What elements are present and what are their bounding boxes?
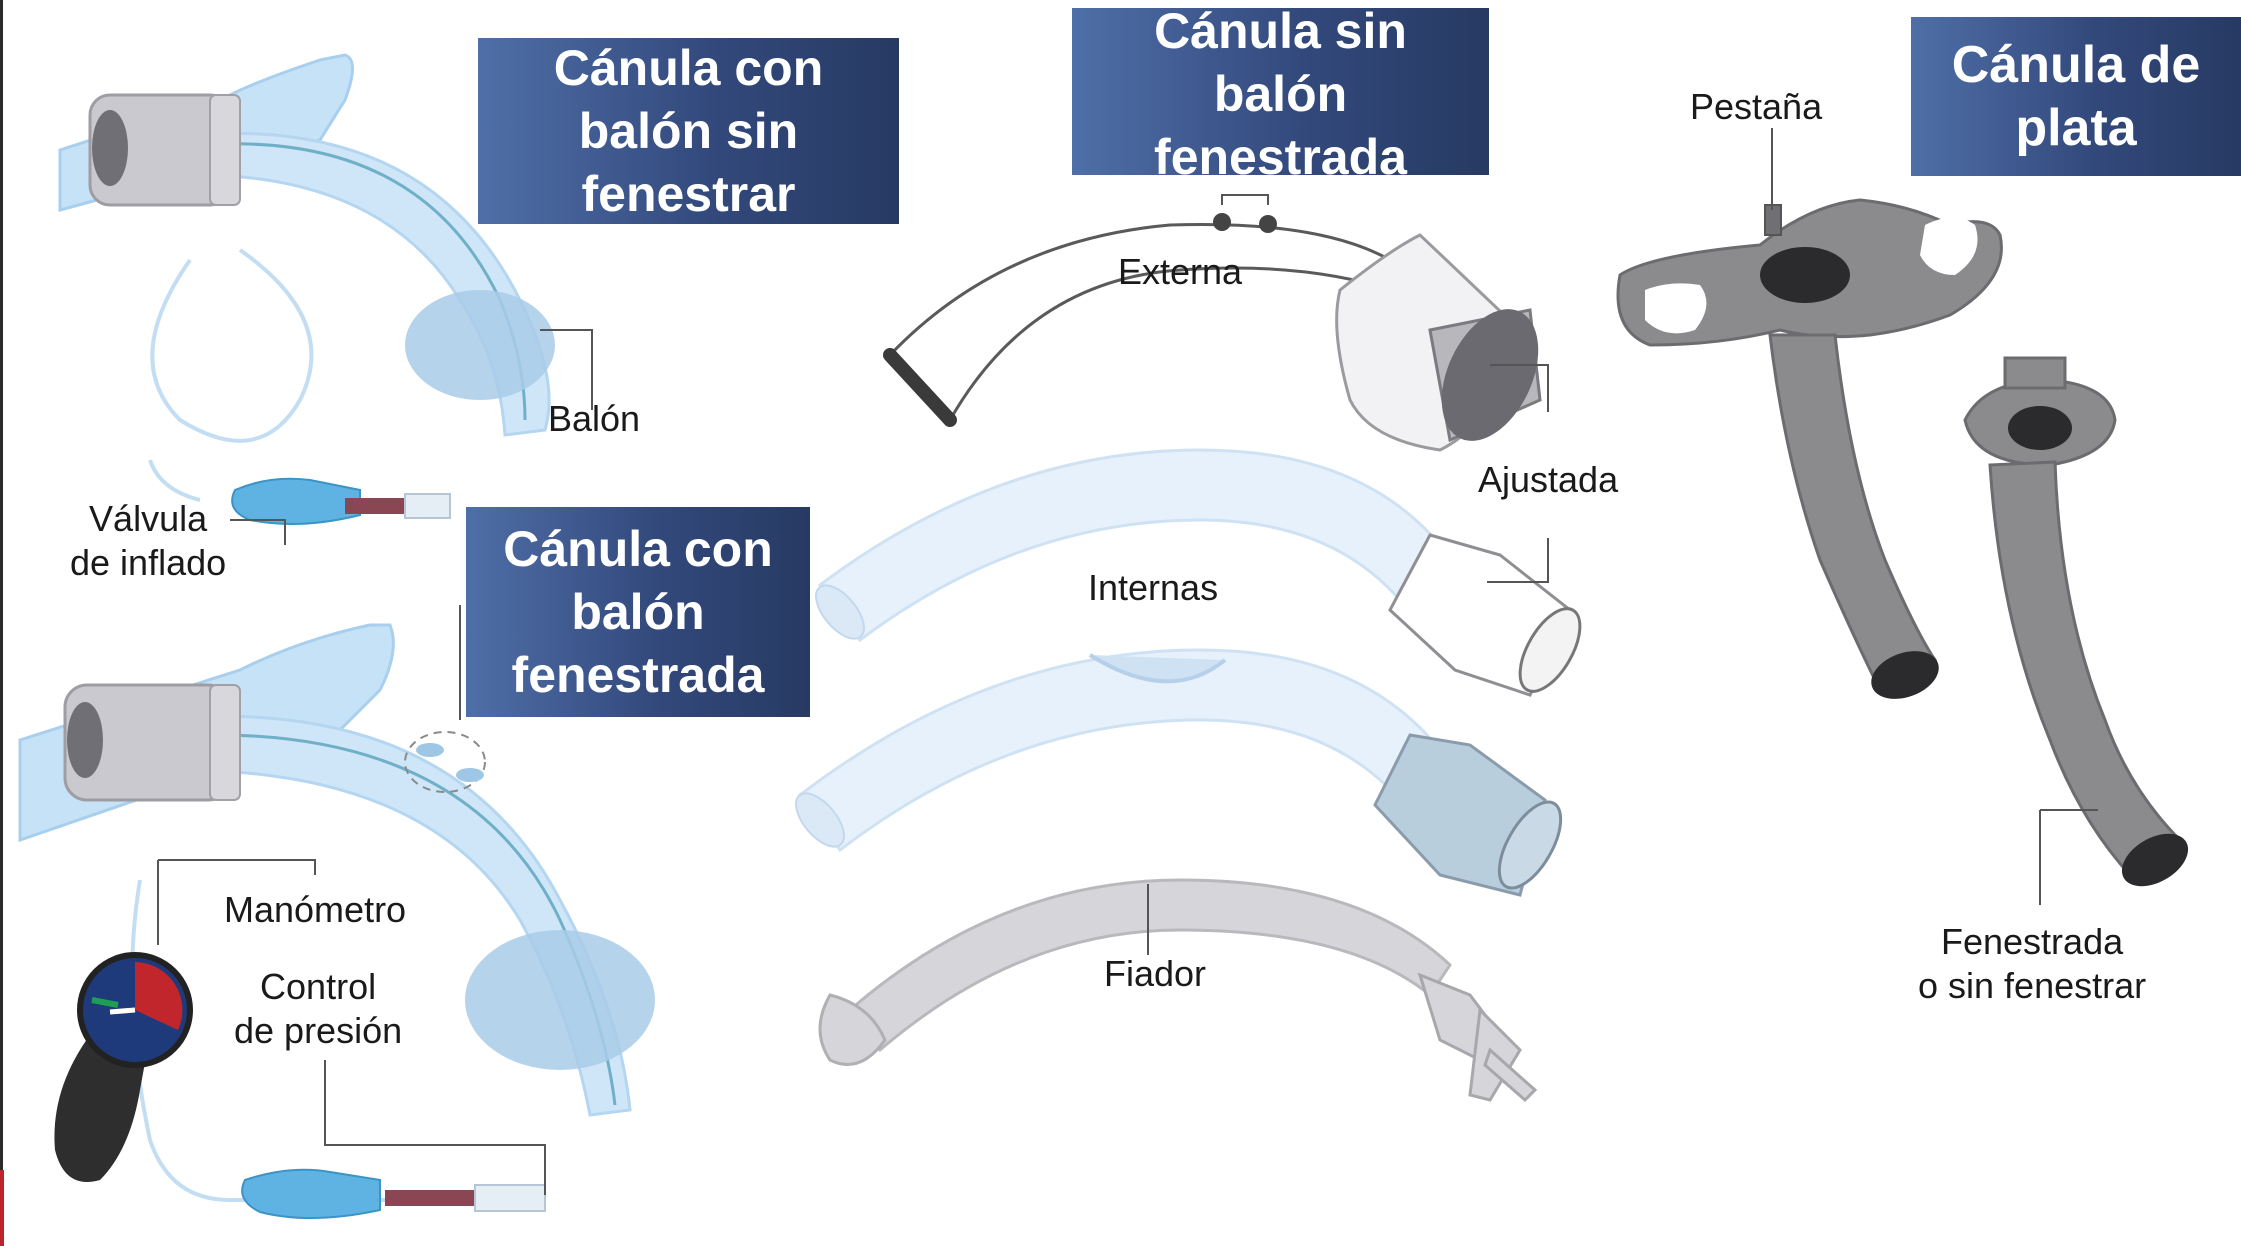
title-line: balón bbox=[1213, 66, 1348, 122]
title-line: fenestrada bbox=[511, 646, 765, 703]
title-cuffed-non-fenestrated: Cánula con balón sin fenestrar bbox=[478, 38, 899, 224]
title-line: Cánula con bbox=[503, 520, 773, 577]
label-manometer: Manómetro bbox=[224, 889, 407, 930]
left-red-accent bbox=[0, 1170, 4, 1246]
title-line: balón sin bbox=[578, 102, 799, 159]
cuffless-cannula-illustration bbox=[795, 194, 1582, 1103]
title-line: plata bbox=[2015, 98, 2137, 157]
title-line: fenestrada bbox=[1154, 129, 1407, 175]
label-line: de presión bbox=[234, 1010, 403, 1051]
left-border bbox=[0, 0, 3, 1246]
label-obturator: Fiador bbox=[1104, 953, 1207, 994]
label-cuff: Balón bbox=[548, 398, 641, 439]
label-flange: Pestaña bbox=[1690, 86, 1823, 127]
label-line: de inflado bbox=[70, 542, 227, 583]
title-line: fenestrar bbox=[581, 165, 796, 222]
label-line: Válvula bbox=[89, 498, 208, 539]
cuffed-cannula-illustration bbox=[58, 53, 593, 545]
title-cuffed-fenestrated: Cánula con balón fenestrada bbox=[466, 507, 810, 717]
title-line: Cánula sin bbox=[1154, 8, 1407, 59]
title-silver-cannula: Cánula de plata bbox=[1911, 17, 2241, 176]
label-external: Externa bbox=[1118, 251, 1243, 292]
title-line: balón bbox=[571, 583, 705, 640]
label-fitted: Ajustada bbox=[1478, 459, 1619, 500]
label-pressure-control: Control de presión bbox=[234, 965, 402, 1053]
label-fenestrated-or-not: Fenestrada o sin fenestrar bbox=[1918, 920, 2146, 1008]
silver-cannula-illustration bbox=[1616, 128, 2189, 905]
fenestrated-cuffed-cannula-illustration bbox=[18, 605, 655, 1219]
label-line: Control bbox=[260, 966, 377, 1007]
title-line: Cánula de bbox=[1951, 35, 2201, 94]
label-line: o sin fenestrar bbox=[1918, 965, 2147, 1006]
label-internal: Internas bbox=[1088, 567, 1219, 608]
label-line: Fenestrada bbox=[1941, 921, 2124, 962]
title-cuffless-fenestrated: Cánula sin balón fenestrada bbox=[1072, 8, 1489, 175]
title-line: Cánula con bbox=[553, 39, 824, 96]
label-inflation-valve: Válvula de inflado bbox=[70, 497, 226, 585]
